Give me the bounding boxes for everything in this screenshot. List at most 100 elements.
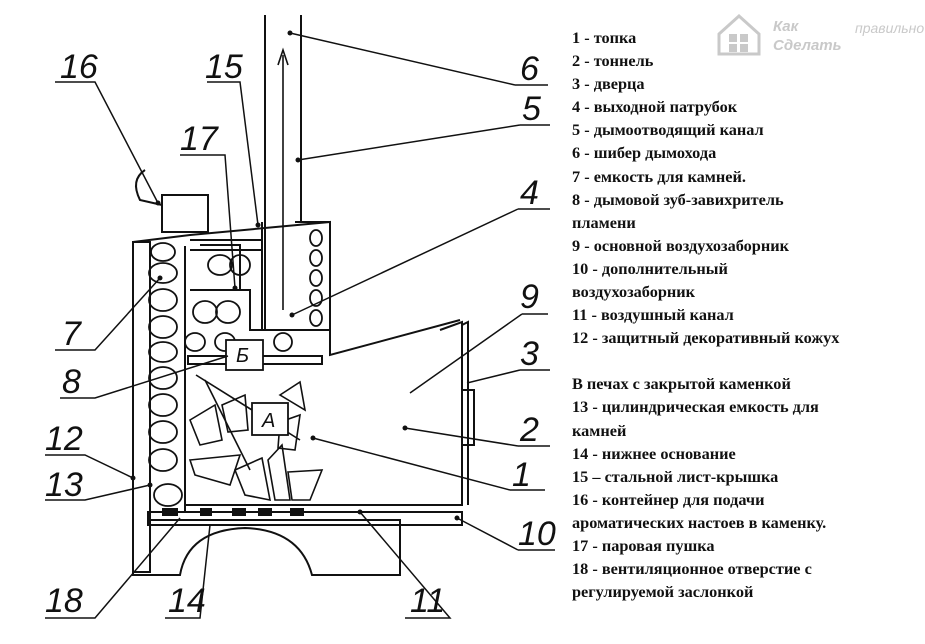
house-logo-icon bbox=[717, 13, 761, 56]
lower-base bbox=[132, 519, 401, 576]
vent-hole bbox=[258, 508, 272, 516]
stone bbox=[148, 341, 178, 363]
legend-item: 5 - дымоотводящий канал bbox=[572, 120, 764, 140]
stone bbox=[273, 332, 293, 352]
legend-item: камней bbox=[572, 420, 627, 440]
flame bbox=[267, 443, 291, 501]
stone bbox=[148, 366, 178, 390]
main-air-intake bbox=[439, 320, 463, 355]
legend-item: 10 - дополнительный bbox=[572, 258, 728, 278]
stone bbox=[207, 254, 233, 276]
legend-item: 9 - основной воздухозаборник bbox=[572, 235, 790, 255]
logo-text-line2: Сделать bbox=[773, 37, 842, 54]
legend-item: воздухозаборник bbox=[572, 282, 696, 302]
steel-cover-sheet bbox=[190, 239, 263, 251]
callout-15: 15 bbox=[205, 48, 243, 86]
callout-16: 16 bbox=[60, 48, 98, 86]
aroma-container bbox=[161, 194, 209, 233]
stone bbox=[309, 289, 323, 307]
flame bbox=[277, 413, 301, 451]
flow-arrow bbox=[204, 379, 251, 471]
leader-6 bbox=[289, 32, 548, 86]
legend-item: 16 - контейнер для подачи bbox=[572, 489, 765, 509]
stone bbox=[309, 229, 323, 247]
stone bbox=[148, 393, 178, 417]
legend-item: 7 - емкость для камней. bbox=[572, 166, 746, 186]
callout-12: 12 bbox=[45, 420, 83, 458]
stone bbox=[148, 420, 178, 444]
leader-7 bbox=[55, 277, 161, 351]
stone bbox=[150, 242, 176, 262]
outer-casing-left bbox=[132, 241, 151, 573]
flame bbox=[221, 393, 249, 433]
legend-item: 8 - дымовой зуб-завихритель bbox=[572, 189, 784, 209]
legend-item: 1 - топка bbox=[572, 28, 637, 47]
legend-item: регулируемой заслонкой bbox=[572, 582, 754, 602]
callout-5: 5 bbox=[522, 90, 541, 128]
callout-18: 18 bbox=[45, 582, 83, 620]
callout-8: 8 bbox=[62, 363, 81, 401]
leader-1 bbox=[312, 437, 545, 491]
stone bbox=[184, 332, 206, 352]
callout-6: 6 bbox=[520, 50, 539, 88]
leader-5 bbox=[297, 124, 550, 161]
grate-plate bbox=[147, 511, 463, 526]
aroma-container-handle bbox=[135, 169, 163, 206]
stone bbox=[309, 249, 323, 267]
leader-15 bbox=[207, 81, 259, 226]
leader-17 bbox=[180, 154, 236, 289]
box-b: Б bbox=[225, 339, 264, 371]
flame bbox=[189, 403, 223, 446]
vent-hole bbox=[162, 508, 178, 516]
stone bbox=[148, 262, 178, 284]
vent-hole bbox=[200, 508, 212, 516]
leader-11 bbox=[359, 511, 452, 619]
stone bbox=[153, 483, 183, 507]
box-a: А bbox=[251, 402, 289, 436]
legend: 1 - топка 2 - тоннель 3 - дверца 4 - вых… bbox=[572, 26, 917, 603]
stone bbox=[309, 269, 323, 287]
callout-17: 17 bbox=[180, 120, 219, 158]
callout-2: 2 bbox=[519, 411, 539, 449]
legend-item: 13 - цилиндрическая емкость для bbox=[572, 397, 819, 417]
callout-13: 13 bbox=[45, 466, 83, 504]
leader-2 bbox=[404, 427, 550, 447]
smoke-arrow-head bbox=[277, 47, 289, 66]
legend-item: 2 - тоннель bbox=[572, 51, 654, 71]
callout-9: 9 bbox=[520, 278, 539, 316]
site-watermark-logo: Как правильно Сделать bbox=[713, 12, 924, 58]
stone bbox=[215, 300, 241, 324]
leader-14 bbox=[165, 524, 211, 619]
stone bbox=[148, 288, 178, 312]
stone bbox=[229, 254, 251, 276]
logo-text-line1b: правильно bbox=[855, 20, 925, 36]
legend-item: 15 – стальной лист-крышка bbox=[572, 466, 779, 486]
flame bbox=[278, 380, 307, 412]
legend-item: 3 - дверца bbox=[572, 74, 645, 94]
callout-14: 14 bbox=[168, 582, 206, 620]
leader-3 bbox=[466, 369, 550, 384]
stone bbox=[148, 448, 178, 472]
vent-hole bbox=[232, 508, 246, 516]
legend-item: 12 - защитный декоративный кожух bbox=[572, 328, 840, 348]
leader-13 bbox=[45, 484, 151, 501]
legend-item: 6 - шибер дымохода bbox=[572, 143, 717, 163]
leader-10 bbox=[456, 517, 555, 551]
flame bbox=[233, 456, 272, 502]
leader-12 bbox=[45, 454, 134, 479]
legend-item: 18 - вентиляционное отверстие с bbox=[572, 559, 812, 579]
box-b-label: Б bbox=[236, 345, 249, 367]
vent-hole bbox=[290, 508, 304, 516]
casing-top-outline bbox=[132, 220, 461, 357]
legend-item: пламени bbox=[572, 212, 636, 232]
callout-1: 1 bbox=[512, 456, 531, 494]
stone bbox=[192, 300, 218, 324]
callout-11: 11 bbox=[410, 582, 445, 620]
leader-9 bbox=[409, 313, 548, 394]
leader-8 bbox=[60, 355, 229, 399]
stone bbox=[148, 315, 178, 339]
legend-subheading: В печах с закрытой каменкой bbox=[572, 374, 791, 394]
door bbox=[462, 389, 475, 446]
